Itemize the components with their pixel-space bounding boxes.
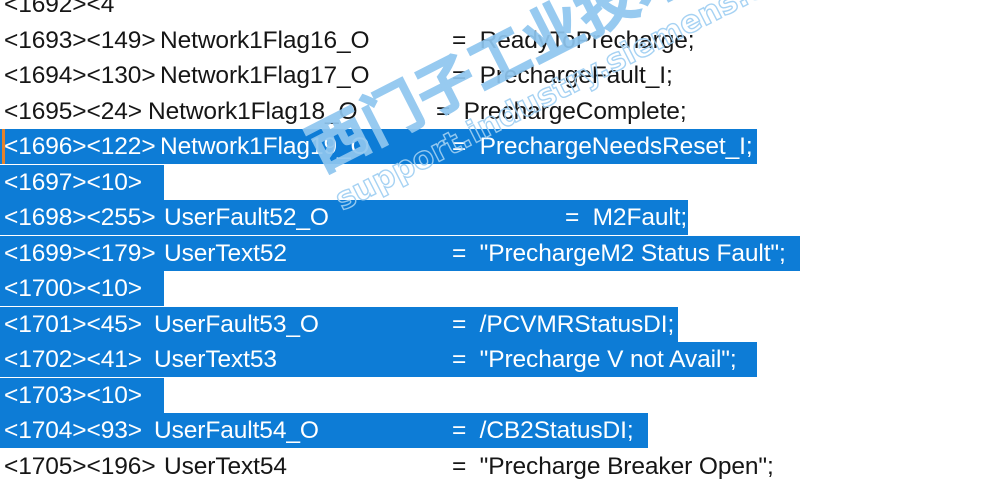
code-assignment: = "PrechargeM2 Status Fault"; xyxy=(452,239,786,267)
line-number-gutter: <1704><93> xyxy=(4,413,142,448)
code-identifier: Network1Flag16_O xyxy=(160,26,370,54)
line-number-gutter: <1702><41> xyxy=(4,342,142,377)
line-number: <1694> xyxy=(4,62,87,89)
line-number-gutter: <1698><255> xyxy=(4,200,156,235)
line-number-gutter: <1696><122> xyxy=(4,129,156,164)
line-number: <1701> xyxy=(4,310,87,338)
line-number: <1704> xyxy=(4,417,87,444)
selection-highlight xyxy=(0,377,164,413)
line-number-gutter: <1703><10> xyxy=(4,378,142,413)
line-number: <1695> xyxy=(4,97,87,125)
line-number: <1696> xyxy=(4,133,87,160)
selection-highlight xyxy=(0,413,648,448)
code-line[interactable]: <1705><196> UserText54 = "Precharge Breake… xyxy=(0,449,982,481)
line-size-token: <45> xyxy=(86,310,143,338)
code-assignment: = "Precharge Breaker Open"; xyxy=(452,452,774,480)
code-assignment: = /PCVMRStatusDI; xyxy=(452,310,675,338)
line-number-gutter: <1699><179> xyxy=(4,236,156,271)
line-number-gutter: <1697><10> xyxy=(4,165,142,200)
code-line[interactable]: <1699><179> UserText52 = "PrechargeM2 Stat… xyxy=(0,236,982,271)
line-number-gutter: <1701><45> xyxy=(4,307,142,342)
line-number: <1693> xyxy=(4,26,87,54)
line-number: <1692> xyxy=(4,0,87,18)
code-assignment: = PrechargeNeedsReset_I; xyxy=(452,133,753,160)
line-size-token: <196> xyxy=(86,452,156,480)
line-size-token: <10> xyxy=(86,381,143,409)
line-size-token: <24> xyxy=(86,97,143,125)
line-size-token: <122> xyxy=(86,133,156,160)
code-identifier: Network1Flag18_O xyxy=(148,97,358,125)
code-identifier: UserFault54_O xyxy=(154,417,319,444)
line-number-gutter: <1692><4 xyxy=(4,0,114,22)
line-size-token: <93> xyxy=(86,417,143,444)
selection-highlight xyxy=(0,342,757,377)
line-number: <1705> xyxy=(4,452,87,480)
selection-highlight xyxy=(0,271,164,306)
line-change-marker xyxy=(2,129,5,164)
code-line[interactable]: <1695><24>Network1Flag18_O = PrechargeCom… xyxy=(0,94,982,129)
selection-highlight xyxy=(0,129,757,164)
line-number-gutter: <1694><130> xyxy=(4,58,156,93)
code-line[interactable]: <1697><10> xyxy=(0,165,982,200)
line-number: <1700> xyxy=(4,275,87,302)
code-line[interactable]: <1704><93> UserFault54_O = /CB2StatusDI; xyxy=(0,413,982,448)
code-line[interactable]: <1698><255> UserFault52_O = M2Fault; xyxy=(0,200,982,235)
line-number-gutter: <1693><149> xyxy=(4,23,156,58)
code-line[interactable]: <1692><4 xyxy=(0,0,982,22)
code-identifier: Network1Flag17_O xyxy=(160,62,370,89)
code-assignment: = "Precharge V not Avail"; xyxy=(452,346,737,373)
code-identifier: Network1Flag19_O xyxy=(160,133,370,160)
code-identifier: UserFault52_O xyxy=(164,204,329,231)
line-size-token: <255> xyxy=(86,204,156,231)
line-size-token: <41> xyxy=(86,346,143,373)
line-size-token: <179> xyxy=(86,239,156,267)
code-line[interactable]: <1696><122>Network1Flag19_O = PrechargeNe… xyxy=(0,129,982,164)
code-assignment: = M2Fault; xyxy=(565,204,688,231)
line-number-gutter: <1695><24> xyxy=(4,94,142,129)
code-identifier: UserFault53_O xyxy=(154,310,319,338)
code-assignment: = PrechargeFault_I; xyxy=(452,62,673,89)
code-line[interactable]: <1693><149>Network1Flag16_O = ReadyToPrec… xyxy=(0,23,982,58)
line-number-gutter: <1700><10> xyxy=(4,271,142,306)
code-identifier: UserText53 xyxy=(154,346,277,373)
selection-highlight xyxy=(0,164,164,200)
code-assignment: = PrechargeComplete; xyxy=(436,97,687,125)
line-size-token: <4 xyxy=(86,0,115,18)
code-assignment: = /CB2StatusDI; xyxy=(452,417,634,444)
code-assignment: = ReadyToPrecharge; xyxy=(452,26,695,54)
selection-highlight xyxy=(0,235,800,271)
code-line[interactable]: <1702><41> UserText53 = "Precharge V not A… xyxy=(0,342,982,377)
line-size-token: <149> xyxy=(86,26,156,54)
code-line[interactable]: <1703><10> xyxy=(0,378,982,413)
code-line[interactable]: <1694><130>Network1Flag17_O = PrechargeFa… xyxy=(0,58,982,93)
line-number-gutter: <1705><196> xyxy=(4,449,156,481)
selection-highlight xyxy=(0,200,688,235)
code-identifier: UserText54 xyxy=(164,452,287,480)
code-identifier: UserText52 xyxy=(164,239,287,267)
line-size-token: <10> xyxy=(86,275,143,302)
code-line[interactable]: <1701><45> UserFault53_O = /PCVMRStatusDI; xyxy=(0,307,982,342)
selection-highlight xyxy=(0,306,678,342)
code-line[interactable]: <1700><10> xyxy=(0,271,982,306)
line-size-token: <10> xyxy=(86,168,143,196)
line-number: <1699> xyxy=(4,239,87,267)
line-number: <1703> xyxy=(4,381,87,409)
line-number: <1702> xyxy=(4,346,87,373)
line-number: <1697> xyxy=(4,168,87,196)
line-size-token: <130> xyxy=(86,62,156,89)
line-number: <1698> xyxy=(4,204,87,231)
